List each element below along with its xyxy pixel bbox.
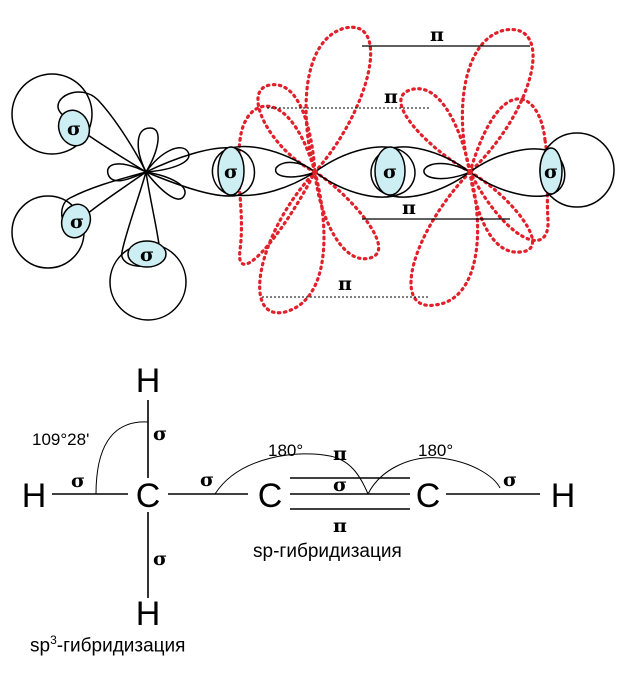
sigma-overlap-c2-c3 — [374, 146, 406, 196]
sp3-lobe-right — [144, 147, 256, 197]
sigma-overlap-c1-c2 — [217, 146, 245, 196]
sigma-label-bottom: σ — [140, 244, 154, 266]
angle-label-linear-1: 180° — [268, 441, 303, 460]
pi-lobe-c3-left — [399, 87, 473, 176]
sp-lobe-c3-left — [370, 146, 472, 198]
pi-lobe-c3-down — [409, 168, 480, 307]
atom-c-triple-1: C — [258, 477, 283, 515]
h-orbital-upper-left — [11, 73, 93, 155]
arc-linear-1 — [214, 453, 369, 495]
pi-lobe-c3-right — [467, 168, 535, 254]
angle-label-linear-2: 180° — [418, 441, 453, 460]
sp-lobe-c3-right — [468, 148, 566, 197]
orbital-overlap-diagram: σ σ σ σ σ σ π π π π — [11, 24, 615, 321]
sp3-carbon-lobes — [57, 91, 256, 267]
pi-cloud-right — [468, 97, 550, 242]
nucleus-c2 — [312, 169, 318, 175]
sigma-overlaps — [57, 109, 563, 268]
bonds — [52, 400, 540, 598]
sp3-backlobe-2 — [144, 147, 190, 173]
sigma-label-c3-h: σ — [544, 161, 558, 183]
bond-label-sigma-bottom: σ — [153, 548, 167, 570]
sp-backlobe-c3 — [423, 162, 472, 180]
sigma-label-c1-c2: σ — [224, 161, 238, 183]
sp3-backlobe-1 — [137, 127, 159, 174]
sigma-label-lower-left: σ — [70, 211, 84, 233]
atom-h-left: H — [22, 477, 47, 515]
bond-label-sigma-left: σ — [71, 470, 85, 492]
sigma-label-upper-left: σ — [67, 118, 81, 140]
pi-lobe-c3-up — [460, 27, 535, 175]
pi-label-lower: π — [402, 197, 416, 219]
atom-c-methyl: C — [136, 477, 161, 515]
pi-lobe-c2-down — [258, 168, 326, 315]
sp3-suffix: -гибридизация — [56, 635, 186, 657]
bond-label-sigma-c-c: σ — [200, 469, 214, 491]
pi-label-top: π — [430, 24, 444, 46]
sp3-hybridization-label: sp3-гибридизация — [30, 633, 185, 657]
angle-arcs — [95, 421, 501, 495]
sigma-overlap-c3-h — [539, 147, 563, 195]
structural-formula: H H C H C C H σ σ σ σ σ σ π π 109°28' 18… — [22, 362, 576, 633]
sigma-labels: σ σ σ σ σ σ — [67, 118, 558, 266]
atom-c-triple-2: C — [416, 477, 441, 515]
pi-lobe-c2-left — [256, 83, 317, 175]
pi-orbitals — [236, 25, 550, 315]
bond-labels: σ σ σ σ σ σ π π — [71, 423, 517, 570]
sp3-superscript: 3 — [50, 633, 57, 647]
bond-label-sigma-top: σ — [153, 423, 167, 445]
bond-label-pi-bottom: π — [333, 515, 347, 537]
pi-lobe-c2-up — [304, 25, 373, 176]
sigma-label-c2-c3: σ — [383, 161, 397, 183]
sp-hybridization-label: sp-гибридизация — [253, 541, 402, 562]
sp3-backlobe-4 — [107, 163, 148, 182]
arc-tetrahedral — [95, 421, 149, 495]
sp3-backlobe-3 — [144, 170, 186, 200]
pi-lobe-c2-right — [313, 169, 381, 261]
pi-label-upper: π — [384, 86, 398, 108]
nuclei — [312, 169, 473, 175]
bond-label-sigma-triple: σ — [333, 474, 347, 496]
sp-lobe-c2-left — [211, 145, 317, 197]
atom-h-top: H — [136, 362, 161, 400]
pi-cloud-left — [236, 104, 317, 266]
sigma-overlap-lower-left — [60, 203, 92, 239]
pi-labels: π π π π — [338, 24, 444, 295]
sp-lobe-c2-right — [313, 146, 416, 198]
sigma-overlap-bottom — [127, 240, 167, 268]
atoms: H H C H C C H — [22, 362, 576, 633]
bond-label-pi-top: π — [333, 443, 347, 465]
sigma-overlap-upper-left — [57, 109, 91, 147]
bond-label-sigma-right: σ — [503, 469, 517, 491]
hydrogen-s-orbitals — [11, 73, 615, 321]
angle-labels: 109°28' 180° 180° — [32, 430, 453, 460]
sp3-prefix: sp — [30, 635, 51, 657]
pi-label-bottom: π — [338, 273, 352, 295]
sp-carbon-lobes — [211, 145, 566, 198]
sp-backlobe-c2 — [274, 161, 317, 178]
nucleus-c3 — [467, 169, 473, 175]
angle-label-tetrahedral: 109°28' — [32, 430, 89, 449]
pi-level-lines — [262, 45, 530, 298]
arc-linear-2 — [367, 457, 501, 495]
atom-h-right: H — [551, 477, 576, 515]
sp3-lobe-upper-left — [57, 91, 148, 175]
atom-h-bottom: H — [136, 595, 161, 633]
